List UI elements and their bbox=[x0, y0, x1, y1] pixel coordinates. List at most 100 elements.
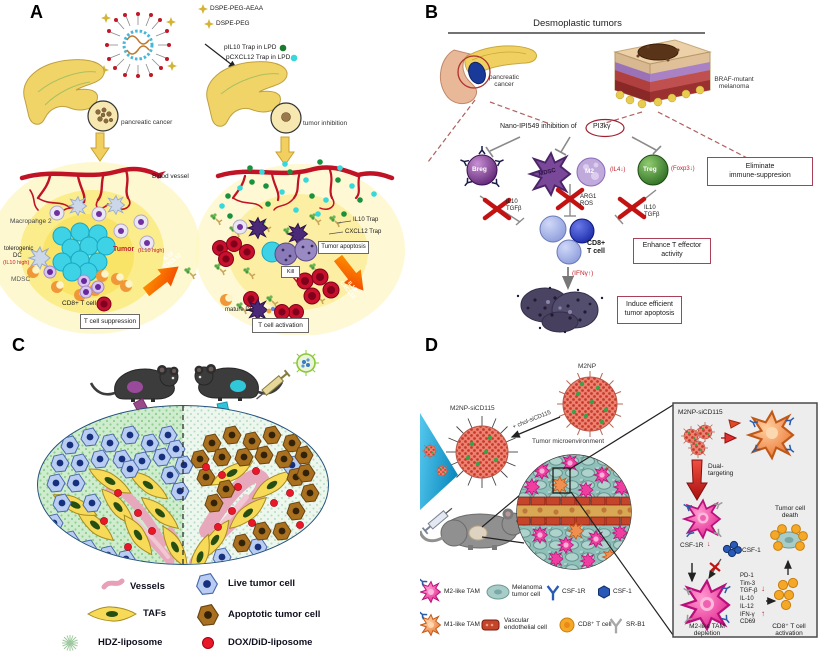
pancreas-left bbox=[23, 59, 119, 132]
pancreas-illustration bbox=[439, 45, 538, 105]
iv-delivery-wedge bbox=[420, 413, 458, 510]
wedge-nanoparticle-1 bbox=[421, 442, 439, 460]
dual-targeting-arrow bbox=[686, 459, 708, 501]
cytokine-ifny: IFN-γ bbox=[740, 611, 755, 618]
wedge-nanoparticle-2 bbox=[434, 463, 450, 479]
pancreatic-cancer-label: pancreatic cancer bbox=[121, 119, 173, 126]
syringe-icon-d bbox=[421, 507, 453, 535]
pcxcl12-trap-label: pCXCL12 Trap in LPD bbox=[226, 54, 291, 61]
vessel-band bbox=[517, 504, 631, 518]
legend-vessels-label: Vessels bbox=[130, 581, 165, 592]
inset-line-bottom bbox=[570, 491, 674, 636]
tumor-inhibition-label: tumor inhibition bbox=[303, 120, 348, 127]
melanoma-illustration bbox=[613, 39, 712, 109]
apoptotic-masses bbox=[274, 238, 318, 266]
formulation-arrow bbox=[204, 43, 237, 69]
panel-c-graphics bbox=[37, 350, 329, 651]
blood-vessel-label: Blood vessel bbox=[152, 173, 189, 180]
cytokine-tim3: Tim-3 bbox=[740, 580, 756, 587]
tumor-death-group bbox=[770, 524, 808, 551]
il10-trap-leader bbox=[336, 220, 352, 224]
legend-m2-tam-label: M2-like TAM bbox=[444, 588, 480, 595]
pil10-trap-label: pIL10 Trap in LPD bbox=[224, 44, 277, 51]
purple-tumor-patch bbox=[127, 381, 143, 393]
panel-b-label: B bbox=[425, 2, 438, 22]
apoptotic-tumor-mass bbox=[516, 286, 604, 334]
treg-cell bbox=[637, 154, 669, 186]
tumor-il10-high: (IL10 high) bbox=[138, 248, 165, 254]
panel-a: A DSPE-PEG-AEAA DSPE-PEG pIL10 Trap in L… bbox=[0, 0, 415, 335]
dspe-peg-aeaa-icon bbox=[198, 4, 208, 14]
pcxcl12-dot bbox=[290, 54, 298, 62]
breg-cell bbox=[458, 145, 506, 190]
legend-cd8-label: CD8⁺ T cell bbox=[578, 621, 612, 628]
chol-arrow bbox=[510, 416, 561, 438]
mouse-d bbox=[420, 508, 539, 550]
treg-label: Treg bbox=[643, 166, 657, 173]
dspe-peg-label: DSPE-PEG bbox=[216, 20, 250, 27]
pancreatic-tumor bbox=[468, 61, 486, 85]
mouse-treated bbox=[193, 362, 284, 403]
legend-dox-label: DOX/DiD-liposome bbox=[228, 637, 313, 648]
legend-live-cell-label: Live tumor cell bbox=[228, 578, 296, 589]
cd8-label-b: CD8+ T cell bbox=[587, 240, 606, 256]
legend-tafs-label: TAFs bbox=[143, 608, 167, 619]
mouse-tme-line1 bbox=[481, 494, 521, 528]
hdz-liposome-icon-top bbox=[293, 350, 319, 376]
m2np-sicd115-particle bbox=[446, 416, 518, 488]
csf1r-down-arrow: ↓ bbox=[707, 541, 711, 548]
legend-apoptotic-icon bbox=[197, 604, 219, 626]
csf1-cluster bbox=[722, 540, 742, 558]
panel-b-graphics bbox=[427, 32, 756, 334]
tme-label: Tumor microenvironment bbox=[532, 438, 605, 445]
m2-depletion-label: M2-like TAM depletion bbox=[689, 623, 725, 638]
legend-srb1-icon bbox=[609, 618, 623, 634]
lymphocytes-left bbox=[43, 265, 105, 299]
panel-a-label: A bbox=[30, 2, 43, 22]
cd8-activation-label: CD8⁺ T cell activation bbox=[772, 623, 806, 638]
tolerogenic-label-3: (IL10 high) bbox=[3, 260, 30, 266]
cd8-label-left: CD8+ T cell bbox=[62, 300, 96, 307]
braf-melanoma-label: BRAF-mutant melanoma bbox=[714, 76, 754, 91]
legend-hdz-icon bbox=[62, 635, 78, 651]
cxcl12-trap-leader bbox=[328, 231, 344, 235]
left-cytokines: IL10 TGFβ bbox=[506, 199, 522, 212]
eliminate-box: Eliminate immune-suppresion bbox=[707, 157, 813, 186]
mouse-tme-line2 bbox=[481, 536, 525, 544]
right-cytokines: IL10 TGFβ bbox=[644, 205, 660, 218]
m1-tam-cell bbox=[747, 410, 797, 460]
mdsc-label: MDSC bbox=[11, 276, 31, 283]
dspe-peg-aeaa-label: DSPE-PEG-AEAA bbox=[210, 5, 264, 12]
cytokine-il12: IL-12 bbox=[740, 604, 754, 610]
panel-c-label: C bbox=[12, 335, 25, 355]
legend-m1-tam-label: M1-like TAM bbox=[444, 621, 480, 628]
liposome-icon bbox=[99, 12, 177, 78]
enhance-box: Enhance T effector activity bbox=[633, 238, 711, 264]
legend-dox-icon bbox=[202, 637, 214, 649]
mouse-untreated bbox=[89, 363, 180, 404]
pi3ky-text: PI3kγ bbox=[593, 123, 611, 130]
legend-vascular-label: Vascular endothelial cell bbox=[504, 617, 548, 632]
inset-title: M2NP-siCD115 bbox=[678, 409, 723, 416]
t-cell-suppression-box: T cell suppression bbox=[80, 314, 140, 329]
syringe-icon bbox=[256, 369, 291, 400]
cytokines-down-arrow: ↓ bbox=[761, 584, 765, 593]
trap-dots bbox=[219, 159, 377, 219]
panel-d-label: D bbox=[425, 335, 438, 355]
tolerogenic-label-1: tolerogenic bbox=[4, 246, 34, 252]
tumor-cluster-cyan bbox=[52, 222, 116, 282]
legend-srb1-label: SR-B1 bbox=[626, 621, 646, 628]
inset-box bbox=[672, 402, 818, 638]
legend-taf-icon bbox=[87, 606, 137, 622]
ifny-label: (IFNγ↑) bbox=[572, 270, 594, 277]
desmoplastic-title: Desmoplastic tumors bbox=[533, 18, 622, 29]
legend-csf1-label: CSF-1 bbox=[613, 588, 632, 595]
m2np-label: M2NP bbox=[578, 363, 597, 370]
blocked-signal bbox=[708, 558, 722, 580]
cytokine-pd1: PD-1 bbox=[740, 573, 754, 579]
binding-dart bbox=[721, 432, 738, 444]
legend-vessels-icon bbox=[101, 578, 125, 590]
panel-c: C Vessels Live tumor cell TAFs Apoptotic… bbox=[0, 335, 420, 652]
pil10-dot bbox=[279, 44, 287, 52]
